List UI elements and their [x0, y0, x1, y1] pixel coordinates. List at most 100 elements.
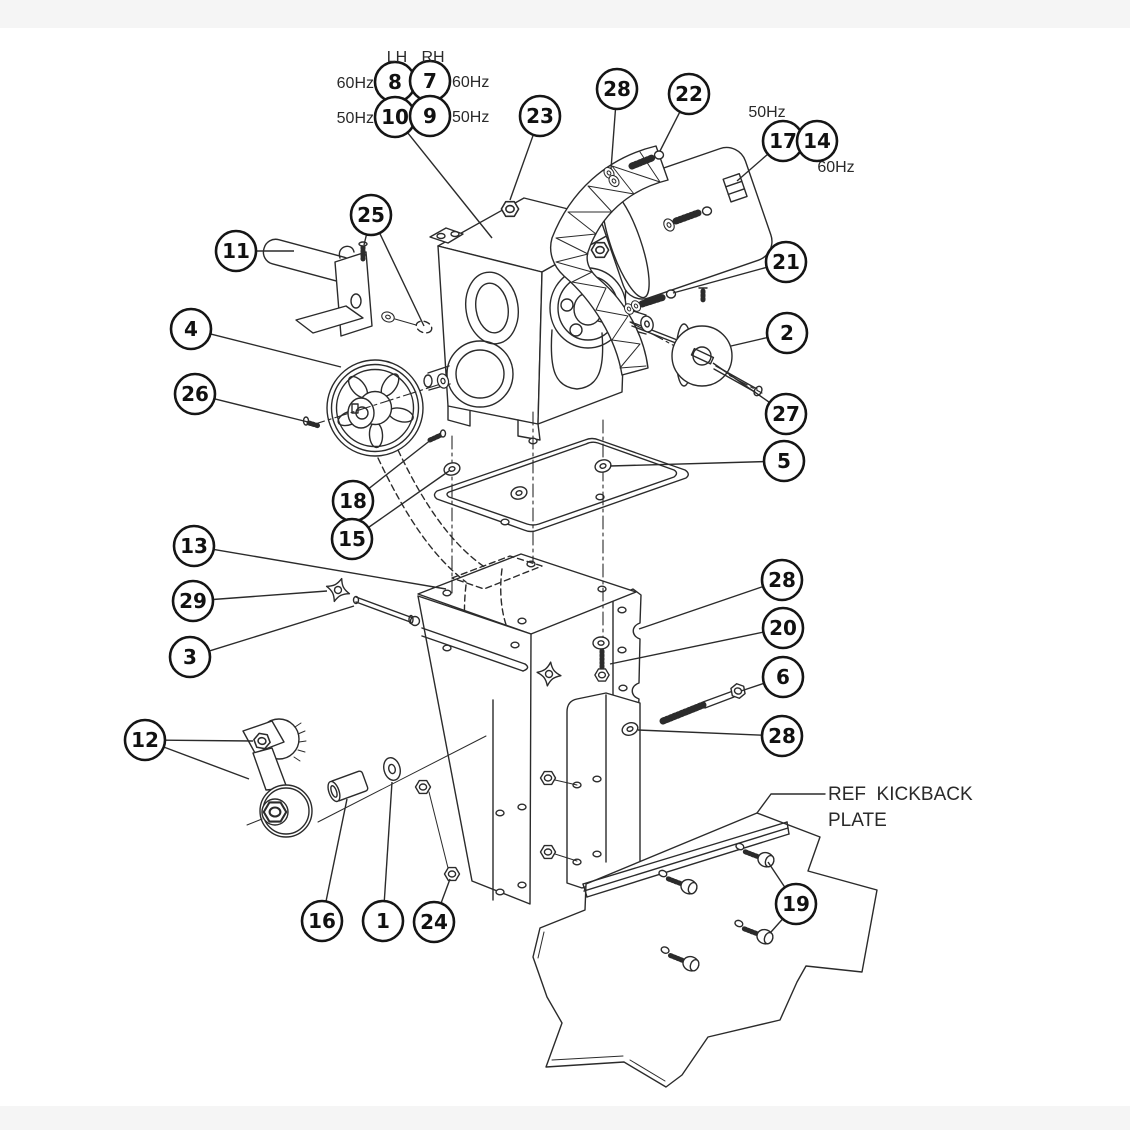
pulley: [326, 359, 424, 457]
leader-line-6: [740, 682, 765, 692]
inspection-opening: [465, 271, 519, 345]
kickback-bar: [582, 821, 788, 885]
balloon-23: 23: [509, 94, 562, 201]
leader-line-18: [368, 438, 433, 490]
balloon-number: 10: [381, 105, 409, 129]
leader-line-5: [609, 460, 765, 467]
leader-line-17: [736, 153, 769, 182]
balloon-circle-23: [518, 94, 562, 138]
balloon-number: 27: [772, 402, 800, 426]
leader-line-26: [214, 398, 309, 423]
balloon-15: 15: [330, 470, 450, 561]
balloon-2: 2: [730, 311, 809, 355]
balloon-circle-28: [595, 67, 639, 111]
pulley-hub: [347, 397, 375, 429]
balloon-28: 28: [595, 67, 639, 170]
balloon-number: 8: [388, 70, 402, 94]
ref-note-leader: [756, 793, 826, 814]
balloon-number: 24: [420, 910, 448, 934]
leader-line-12: [163, 746, 250, 780]
leader-line-22: [659, 111, 681, 152]
balloon-circle-11: [214, 229, 258, 273]
balloon-number: 17: [769, 129, 797, 153]
balloon-16: 16: [300, 798, 348, 943]
balloon-number: 4: [184, 317, 198, 341]
balloon-number: 11: [222, 239, 250, 263]
leader-line-21: [672, 266, 767, 294]
gearbox-housing: [423, 197, 647, 441]
balloon-circle-3: [168, 635, 212, 679]
nut-24: [414, 779, 432, 795]
balloon-5: 5: [609, 439, 806, 483]
balloon-circle-28: [760, 714, 804, 758]
balloon-11: 11: [214, 229, 294, 273]
balloon-19: 19: [767, 861, 818, 933]
leader-line-16: [325, 798, 348, 902]
leader-line-10: [406, 132, 493, 239]
label-ref-kickback: REF KICKBACK: [828, 784, 973, 805]
balloon-22: 22: [659, 72, 711, 152]
balloon-12: 12: [123, 718, 254, 780]
balloon-number: 2: [780, 321, 794, 345]
rod-3: [352, 595, 421, 627]
balloon-number: 28: [603, 77, 631, 101]
balloon-29: 29: [171, 579, 328, 623]
balloon-20: 20: [609, 606, 805, 665]
bracket-left-plate: [417, 595, 532, 905]
leader-line-13: [213, 548, 447, 590]
balloon-number: 12: [131, 728, 159, 752]
balloon-circle-21: [764, 240, 808, 284]
balloon-circle-26: [173, 372, 217, 416]
balloon-number: 14: [803, 129, 831, 153]
label-60hz: 60Hz: [337, 75, 374, 92]
leader-line-20: [609, 631, 764, 665]
label-lh: LH: [387, 49, 407, 66]
balloon-number: 16: [308, 909, 336, 933]
balloon-circle-24: [412, 900, 456, 944]
leader-line-12: [164, 739, 254, 742]
balloon-number: 9: [423, 104, 437, 128]
motor-vent: [722, 173, 748, 203]
balloon-number: 22: [675, 82, 703, 106]
balloon-circle-16: [300, 899, 344, 943]
label-rh: RH: [421, 49, 444, 66]
belt-guard: [549, 145, 669, 376]
bolt-21: [638, 293, 668, 308]
label-50hz: 50Hz: [337, 110, 374, 127]
balloon-circle-13: [172, 524, 216, 568]
balloon-14: 14: [795, 119, 839, 163]
balloon-number: 19: [782, 892, 810, 916]
gasket-plate: [433, 437, 689, 533]
bolt-22: [628, 154, 656, 170]
label-50hz: 50Hz: [452, 109, 489, 126]
balloon-3: 3: [168, 605, 355, 679]
balloon-number: 28: [768, 724, 796, 748]
leader-line-24: [440, 878, 451, 904]
leader-line-29: [212, 590, 328, 601]
leader-line-1: [383, 781, 393, 902]
balloon-circle-1: [361, 899, 405, 943]
balloon-17: 17: [736, 119, 805, 182]
balloon-number: 7: [423, 69, 437, 93]
label-50hz: 50Hz: [748, 104, 785, 121]
balloon-28: 28: [637, 714, 804, 758]
input-shaft-boss: [446, 340, 514, 408]
nut-24: [443, 866, 461, 882]
balloon-25: 25: [349, 193, 425, 327]
washer-1: [383, 757, 401, 781]
bottom-margin-band: [0, 1106, 1130, 1130]
balloon-9: 9: [408, 94, 452, 138]
balloon-circle-20: [761, 606, 805, 650]
balloon-number: 23: [526, 104, 554, 128]
balloon-number: 21: [772, 250, 800, 274]
balloon-number: 26: [181, 382, 209, 406]
bolt-6: [659, 681, 748, 725]
top-margin-band: [0, 0, 1130, 28]
balloon-number: 25: [357, 203, 385, 227]
push-nut-29: [534, 659, 564, 689]
balloon-number: 29: [179, 589, 207, 613]
label-plate: PLATE: [828, 810, 887, 831]
